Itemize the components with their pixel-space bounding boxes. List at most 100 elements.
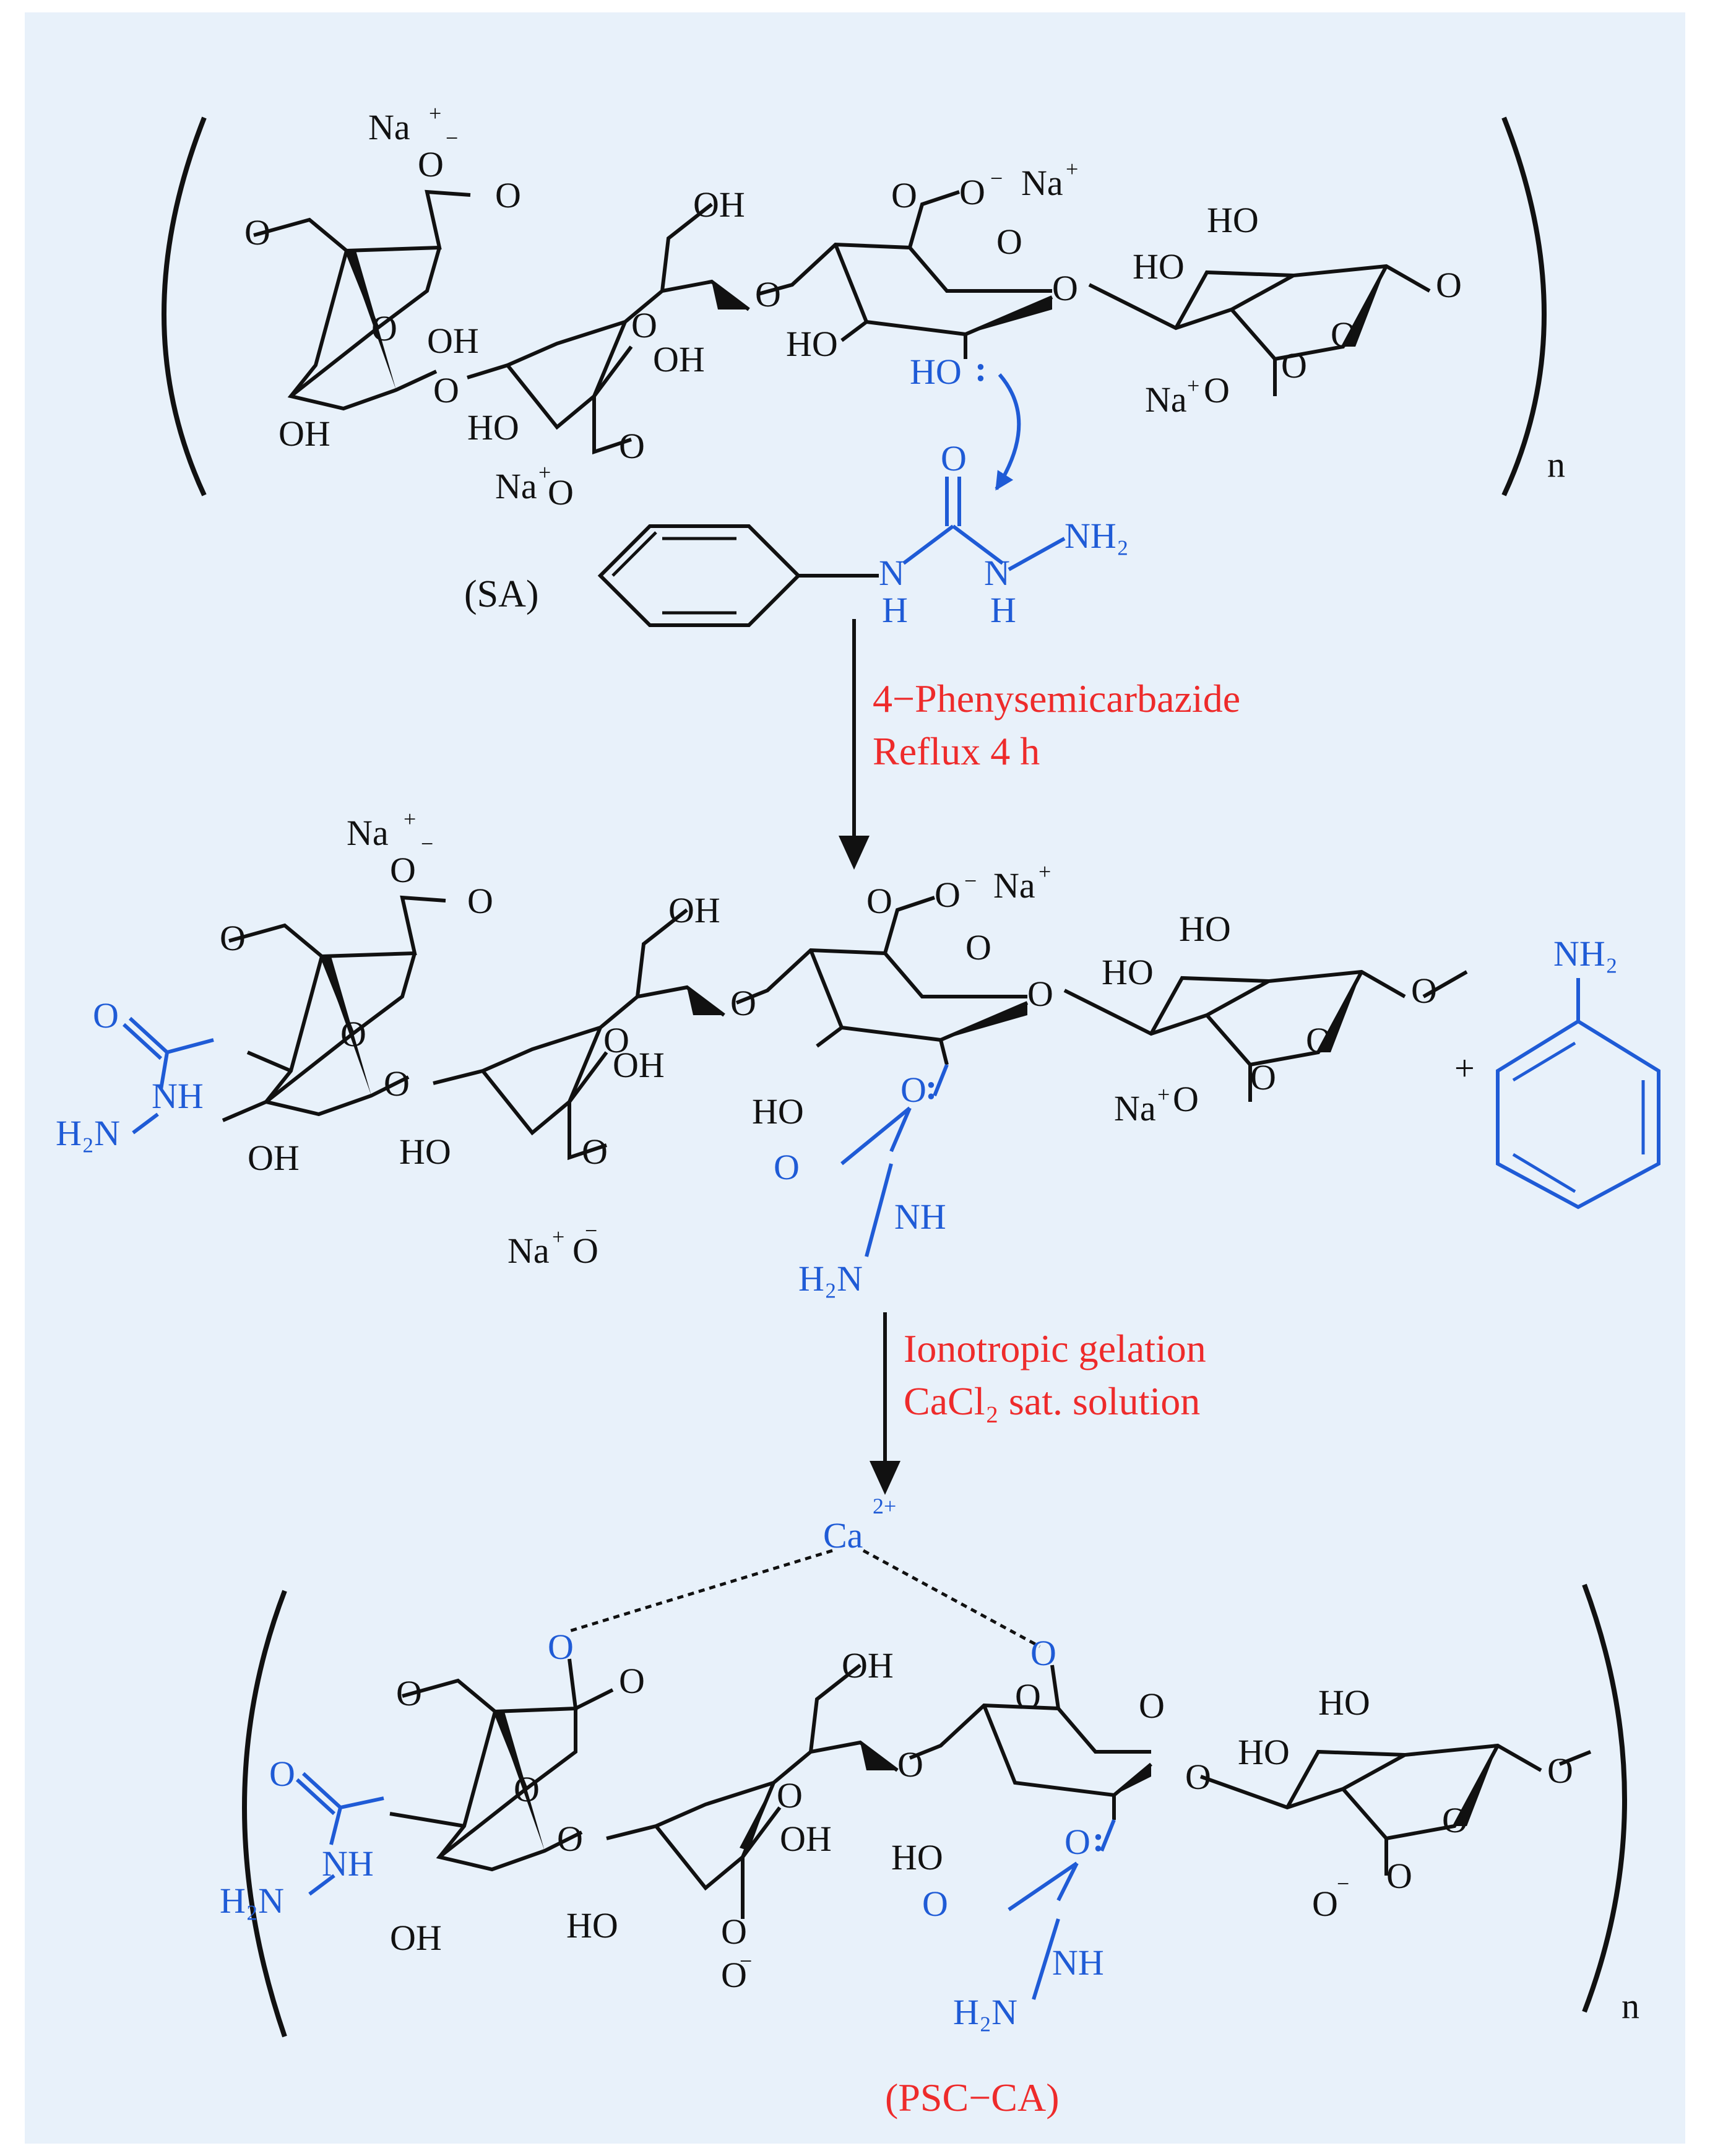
atom-label: NH [322,1843,374,1884]
sodium-alginate-structure: Na + − O O O O OH O OH OH O OH HO O Na +… [162,101,1565,513]
atom-label: O [1139,1686,1165,1726]
atom-label: O [1386,1856,1412,1896]
step1-condition: Reflux 4 h [873,729,1040,773]
atom-label: O [433,370,459,410]
atom-label: − [740,1949,752,1973]
atom-label: O [897,1744,923,1785]
atom-label: O [866,881,892,921]
atom-label: O [941,438,967,478]
coordination-bond-right [862,1549,1041,1648]
atom-label: H₂N [56,1113,120,1153]
atom-label: O [631,305,657,345]
atom-label: O [557,1819,583,1859]
atom-label: O [269,1754,295,1794]
atom-label: − [990,166,1003,191]
atom-label: Na [1114,1088,1156,1128]
atom-label: HO [1102,952,1154,992]
atom-label: + [404,807,416,831]
atom-label: + [429,101,441,126]
atom-label: O [965,927,991,968]
atom-label: O [572,1231,598,1271]
wedge [712,282,749,310]
coordination-bond-left [569,1549,833,1633]
atom-label: O [548,1627,574,1667]
atom-label: O [1204,370,1230,410]
atom-label: O [891,175,917,215]
atom-label: O [244,212,270,253]
atom-label: 2+ [873,1494,896,1518]
atom-label: − [964,868,977,893]
atom-label: HO [1207,200,1259,240]
bracket-right-bottom [1582,1583,1627,2013]
atom-label: O [582,1132,608,1172]
curved-attack-arrow [995,373,1021,491]
wedge [347,251,396,390]
atom-label: HO [1133,246,1185,287]
atom-label: OH [427,321,479,361]
atom-label: OH [780,1819,832,1859]
atom-label: OH [279,413,330,454]
repeat-n-bottom: n [1621,1986,1639,2026]
atom-label: − [1337,1871,1349,1896]
atom-label: Na [495,466,537,506]
wedge [1343,266,1386,347]
atom-label: NH [894,1197,946,1237]
atom-label: OH [390,1918,442,1958]
atom-label: O [1331,314,1357,355]
atom-label: O [340,1014,366,1054]
atom-label: O [1281,345,1307,386]
hydroxyl-nucleophile: HO [910,352,962,392]
atom-label: HO [399,1132,451,1172]
atom-label: Na [1145,379,1187,420]
atom-label: O [603,1020,629,1060]
atom-label: Na [347,813,389,853]
atom-label: O [619,426,645,466]
atom-label: O [996,222,1022,262]
atom-label: O [1442,1800,1468,1840]
phenylsemicarbazide-structure: O N H N H NH₂ [597,438,1129,630]
atom-label: O [396,1673,422,1713]
bracket-left-top [162,116,207,496]
step1-arrow [839,619,870,870]
atom-label: O [721,1955,747,1995]
atom-label: Na [507,1231,550,1271]
atom-label: OH [653,339,705,379]
atom-label: O [514,1769,540,1809]
na-label: Na [368,107,410,147]
atom-label: O [959,172,985,212]
atom-label: O [390,850,416,890]
atom-label: O [935,875,961,915]
atom-label: O [1015,1676,1041,1717]
atom-label: O [774,1147,800,1187]
atom-label: + [552,1224,564,1249]
atom-label: O [1306,1020,1332,1060]
atom-label: + [1066,157,1078,181]
atom-label: O [467,881,493,921]
atom-label: H₂N [953,1992,1017,2032]
atom-label: O [721,1911,747,1952]
atom-label: H₂N [798,1258,863,1299]
sa-atom-labels: Na + − O O O O OH O OH OH O OH HO O Na +… [244,101,1565,513]
atom-label: O [1547,1751,1573,1791]
step2-line2: CaCl₂ sat. solution [904,1379,1200,1423]
atom-label: O [1064,1822,1090,1862]
wedge [965,297,1052,334]
atom-label: H [882,590,908,630]
aniline-structure: NH₂ [1496,933,1660,1210]
calcium-ion: Ca [823,1515,863,1556]
step2-arrow [870,1312,900,1495]
atom-label: − [585,1218,597,1243]
atom-label: O [1030,1633,1056,1673]
atom-label: O [371,308,397,349]
atom-label: O [93,995,119,1036]
atom-label: O [495,175,521,215]
atom-label: O [548,472,574,513]
atom-label: O [1052,268,1078,308]
atom-label: NH [152,1076,204,1116]
atom-label: N [984,553,1010,593]
atom-label: O [220,918,246,958]
atom-label: O [1250,1057,1276,1097]
atom-label: O [730,983,756,1023]
